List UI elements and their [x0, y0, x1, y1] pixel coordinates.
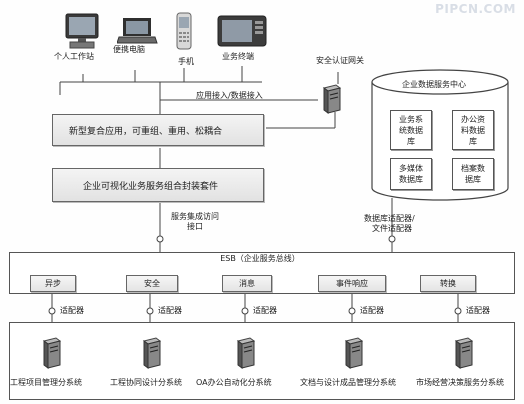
office-db: 办公资料数据库	[452, 110, 494, 150]
esb-service-message: 消息	[222, 275, 272, 292]
adapter-label: 适配器	[466, 306, 490, 315]
terminal-icon	[217, 15, 267, 47]
subsystem-label: 文档与设计成品管理分系统	[300, 378, 396, 387]
data-center-title: 企业数据服务中心	[402, 80, 466, 89]
subsystem-label: 市场经营决策服务分系统	[416, 378, 504, 387]
server-icon	[454, 337, 474, 369]
device-label: 个人工作站	[54, 52, 94, 61]
device-label: 便携电脑	[113, 45, 145, 54]
service-suite-label: 企业可视化业务服务组合封装套件	[83, 181, 219, 192]
esb-service-event: 事件响应	[318, 275, 386, 292]
device-label: 手机	[178, 57, 194, 66]
laptop-icon	[117, 18, 158, 44]
gateway-server-icon	[322, 84, 342, 114]
adapter-label: 适配器	[158, 306, 182, 315]
esb-service-security: 安全	[126, 275, 178, 292]
esb-service-transform: 转换	[420, 275, 476, 292]
subsystem-label: 工程项目管理分系统	[10, 378, 82, 387]
server-icon	[42, 337, 62, 369]
access-label: 应用接入/数据接入	[196, 91, 263, 100]
adapter-label: 适配器	[60, 306, 84, 315]
server-icon	[344, 337, 364, 369]
archive-db: 档案数据库	[452, 158, 494, 190]
adapter-label: 适配器	[253, 306, 277, 315]
phone-icon	[176, 12, 192, 50]
esb-service-async: 异步	[30, 275, 76, 292]
adapter-label: 适配器	[360, 306, 384, 315]
composite-app-layer: 新型复合应用，可重组、重用、松耦合	[52, 114, 264, 146]
service-interface-label: 服务集成访问 接口	[171, 212, 219, 231]
composite-app-label: 新型复合应用，可重组、重用、松耦合	[69, 126, 223, 137]
desktop-icon	[65, 13, 99, 49]
server-icon	[142, 337, 162, 369]
server-icon	[236, 337, 256, 369]
watermark: PIPCN.COM	[435, 2, 516, 16]
gateway-label: 安全认证网关	[316, 56, 364, 65]
multimedia-db: 多媒体数据库	[390, 158, 432, 190]
device-label: 业务终端	[222, 52, 254, 61]
subsystem-label: OA办公自动化分系统	[196, 378, 272, 387]
business-db: 业务系统数据库	[390, 110, 432, 150]
service-suite-layer: 企业可视化业务服务组合封装套件	[52, 168, 264, 202]
subsystems-panel	[9, 322, 515, 400]
esb-title: ESB（企业服务总线）	[220, 254, 300, 263]
db-adapter-label: 数据库适配器/ 文件适配器	[364, 214, 415, 233]
subsystem-label: 工程协同设计分系统	[110, 378, 182, 387]
